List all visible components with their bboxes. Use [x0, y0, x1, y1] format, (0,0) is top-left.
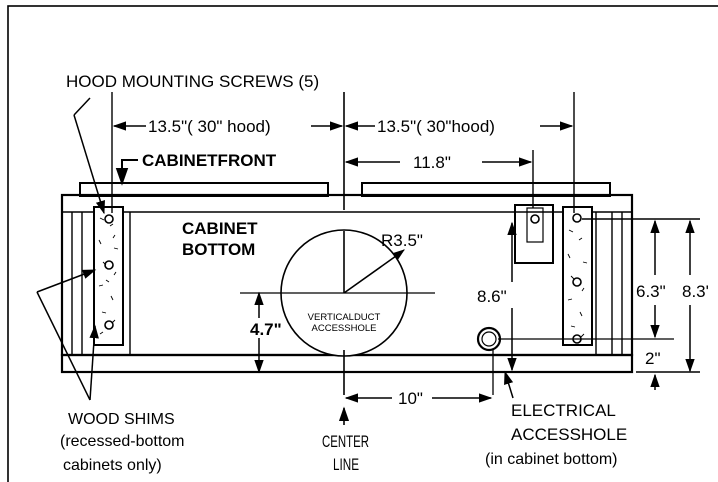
hood-mounting-screws-label: HOOD MOUNTING SCREWS (5) — [66, 72, 319, 91]
dimension-6-3-label: 6.3" — [636, 282, 666, 301]
wood-shims-label-line1: WOOD SHIMS — [68, 411, 175, 428]
right-half-width-label: 13.5"( 30"hood) — [377, 117, 495, 136]
wood-shims-label-line3: cabinets only) — [63, 457, 162, 474]
left-wood-shim — [93, 206, 124, 346]
wood-shims-label-line2: (recessed-bottom — [60, 433, 185, 450]
dimension-10-label: 10" — [398, 389, 423, 408]
figure-frame — [7, 5, 718, 482]
dimension-11-8-label: 11.8" — [413, 153, 451, 172]
dimension-2-label: 2" — [645, 349, 661, 368]
center-line-label-line2: LINE — [333, 455, 359, 474]
mounting-bracket — [514, 204, 554, 264]
duct-hole-label-line1: VERTICALDUCT — [308, 312, 381, 323]
radius-label: R3.5" — [381, 231, 423, 250]
cabinet-front-label: CABINETFRONT — [142, 151, 277, 170]
left-half-width-label: 13.5"( 30" hood) — [148, 117, 271, 136]
center-line-label-line1: CENTER — [322, 432, 369, 451]
wood-shim-leaders — [36, 269, 99, 401]
right-extension-lines — [532, 92, 575, 213]
electrical-access-hole — [476, 326, 674, 395]
electrical-label-line1: ELECTRICAL — [511, 401, 616, 420]
radius-leader — [393, 249, 405, 260]
dimension-8-6-label: 8.6" — [477, 287, 507, 306]
electrical-label-line3: (in cabinet bottom) — [485, 451, 618, 468]
duct-hole-label-line2: ACCESSHOLE — [312, 323, 377, 334]
electrical-label-line2: ACCESSHOLE — [511, 425, 627, 444]
cabinet-front-arrow — [115, 159, 138, 186]
cabinet-bottom-label-line2: BOTTOM — [182, 240, 255, 259]
cabinet-bottom-label-line1: CABINET — [182, 219, 258, 238]
dimension-4-7-label: 4.7" — [250, 320, 282, 339]
hood-screw-leaders — [73, 97, 105, 215]
right-vertical-dimensions — [582, 218, 700, 390]
right-wood-shim — [562, 206, 593, 346]
dimension-8-3-label: 8.3' — [682, 282, 709, 301]
electrical-leader — [504, 370, 514, 399]
